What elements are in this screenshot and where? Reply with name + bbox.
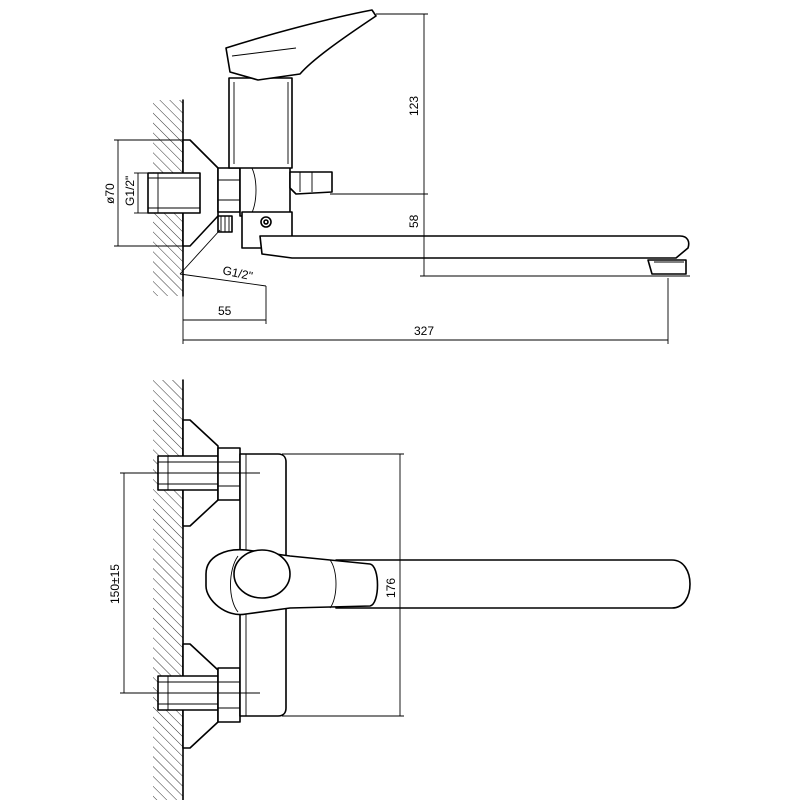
dim-150-label: 150±15 [108, 564, 122, 604]
outlet-thread-leader: G1/2" [179, 229, 267, 287]
diameter-label: ø70 [103, 183, 117, 204]
escutcheon-upper [157, 419, 241, 527]
faucet-body-side [225, 9, 377, 195]
dim-150: 150±15 [108, 472, 260, 694]
eccentric-nut-side [217, 164, 291, 217]
spout-side [259, 235, 690, 275]
escutcheon-side [147, 139, 219, 247]
inlet-thread-label: G1/2" [123, 176, 137, 206]
outlet-thread-label: G1/2" [221, 263, 254, 283]
dim-58-label: 58 [407, 214, 421, 228]
outlet-thread-side [217, 215, 233, 233]
dim-327: 327 [183, 278, 669, 344]
wall-section-bottom [153, 379, 184, 800]
dim-123-label: 123 [407, 96, 421, 116]
lever-handle-front [205, 548, 379, 616]
dim-diameter-group: ø70 G1/2" [103, 139, 186, 247]
dim-55-label: 55 [218, 304, 232, 318]
dim-123: 123 [330, 13, 428, 195]
front-view: 150±15 176 [108, 379, 691, 800]
side-view: ø70 G1/2" G1/2" 123 58 55 [103, 9, 690, 344]
dim-176: 176 [282, 453, 404, 717]
dim-327-label: 327 [414, 324, 434, 338]
spout-front [335, 559, 691, 609]
dim-176-label: 176 [384, 578, 398, 598]
dim-55: 55 [182, 286, 267, 344]
dim-58: 58 [407, 194, 690, 277]
